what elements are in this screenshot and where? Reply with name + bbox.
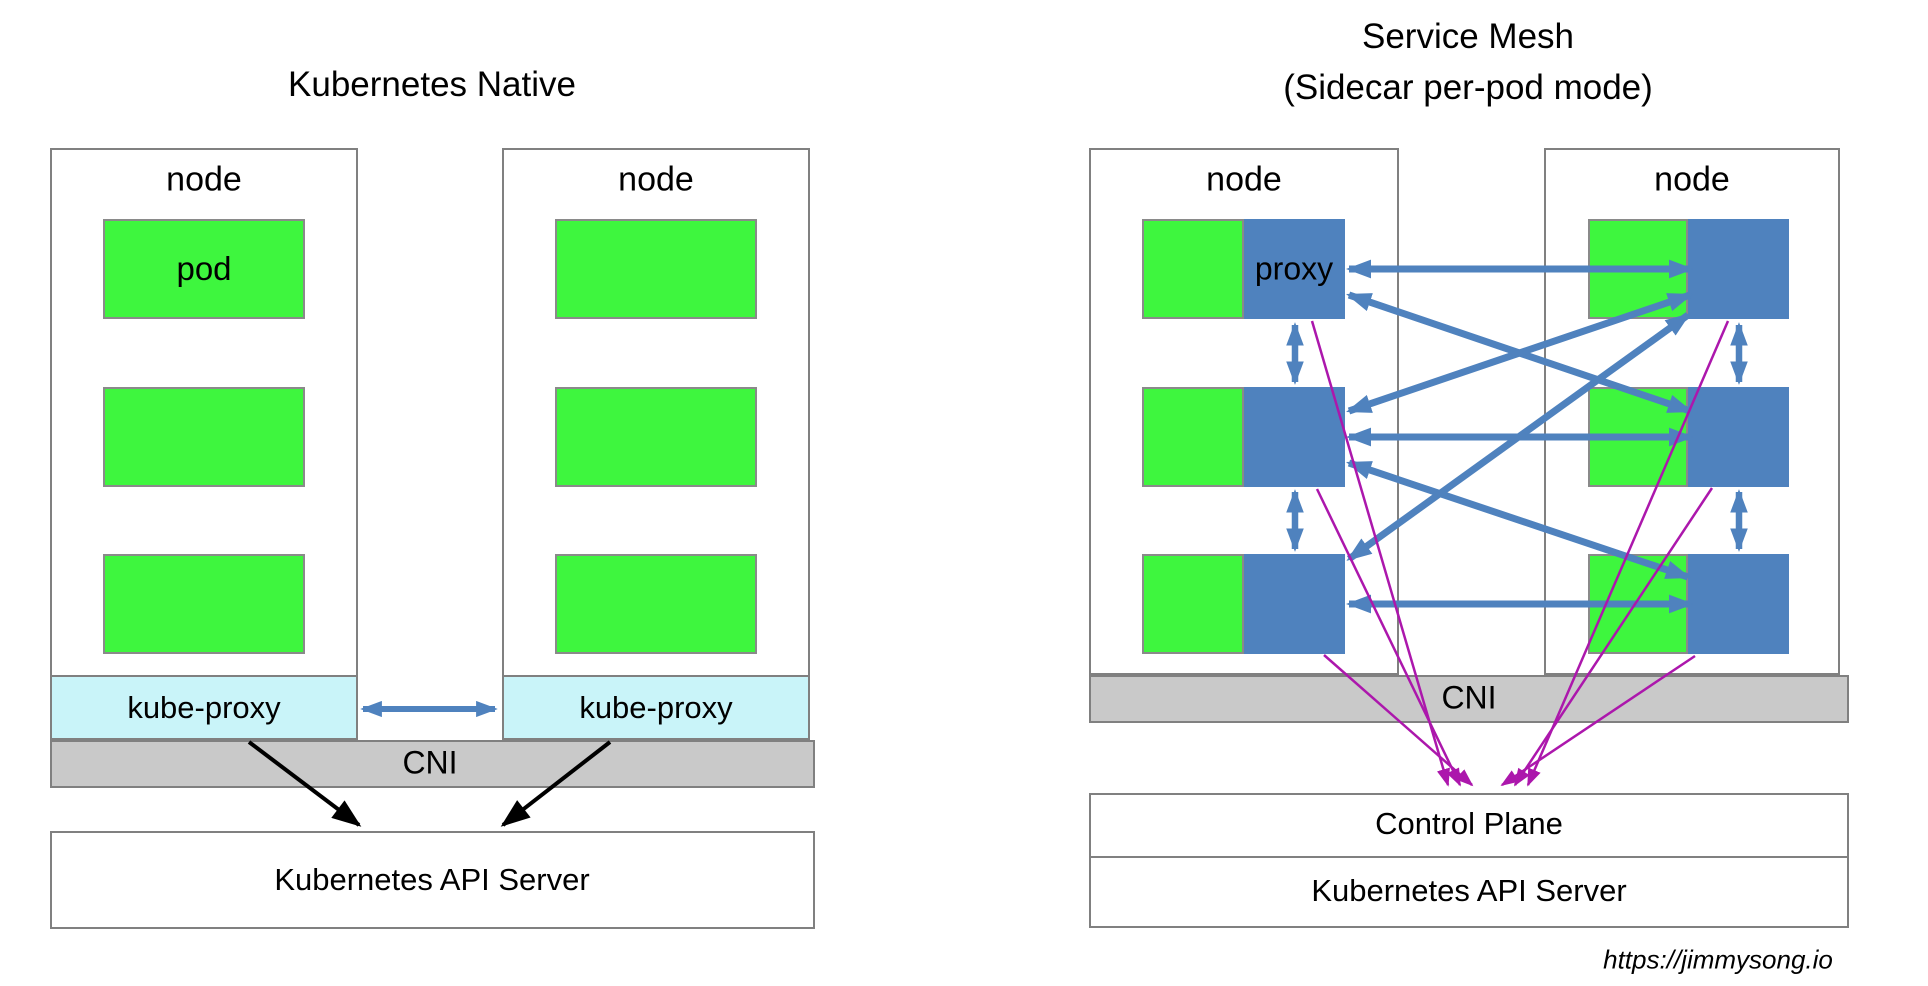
left-api-server-box xyxy=(50,831,815,929)
pod xyxy=(1142,219,1244,319)
sidecar-proxy xyxy=(1688,554,1789,654)
node-label: node xyxy=(618,160,694,199)
sidecar-proxy xyxy=(1244,219,1345,319)
pod xyxy=(1588,554,1688,654)
left-cni-bar xyxy=(50,740,815,788)
cni-label: CNI xyxy=(402,744,458,781)
sidecar-proxy xyxy=(1688,219,1789,319)
cni-label: CNI xyxy=(1441,679,1497,716)
control-plane-label: Control Plane xyxy=(1375,805,1563,841)
pod-label: pod xyxy=(176,249,232,287)
pod xyxy=(1142,554,1244,654)
left-panel-title: Kubernetes Native xyxy=(288,64,576,104)
pod xyxy=(1142,387,1244,487)
node-label: node xyxy=(1206,160,1282,199)
api-server-label: Kubernetes API Server xyxy=(274,861,590,897)
proxy-label: proxy xyxy=(1254,250,1334,287)
credit-url: https://jimmysong.io xyxy=(1603,944,1833,975)
sidecar-proxy xyxy=(1244,554,1345,654)
node-label: node xyxy=(166,160,242,199)
pod xyxy=(1588,219,1688,319)
right-panel-title-line1: Service Mesh xyxy=(1361,16,1575,56)
kube-proxy-bar-1 xyxy=(50,675,358,740)
pod xyxy=(103,554,305,654)
kube-proxy-bar-2 xyxy=(502,675,810,740)
sidecar-proxy xyxy=(1244,387,1345,487)
kube-proxy-label: kube-proxy xyxy=(127,689,281,725)
pod xyxy=(555,554,757,654)
pod xyxy=(103,219,305,319)
sidecar-proxy xyxy=(1688,387,1789,487)
api-server-label: Kubernetes API Server xyxy=(1311,872,1627,908)
pod xyxy=(555,387,757,487)
control-plane-box xyxy=(1089,793,1849,858)
pod xyxy=(555,219,757,319)
node-label: node xyxy=(1654,160,1730,199)
pod xyxy=(1588,387,1688,487)
right-panel-title-line2: (Sidecar per-pod mode) xyxy=(1283,67,1653,107)
kube-proxy-label: kube-proxy xyxy=(579,689,733,725)
pod xyxy=(103,387,305,487)
right-api-server-box xyxy=(1089,856,1849,928)
